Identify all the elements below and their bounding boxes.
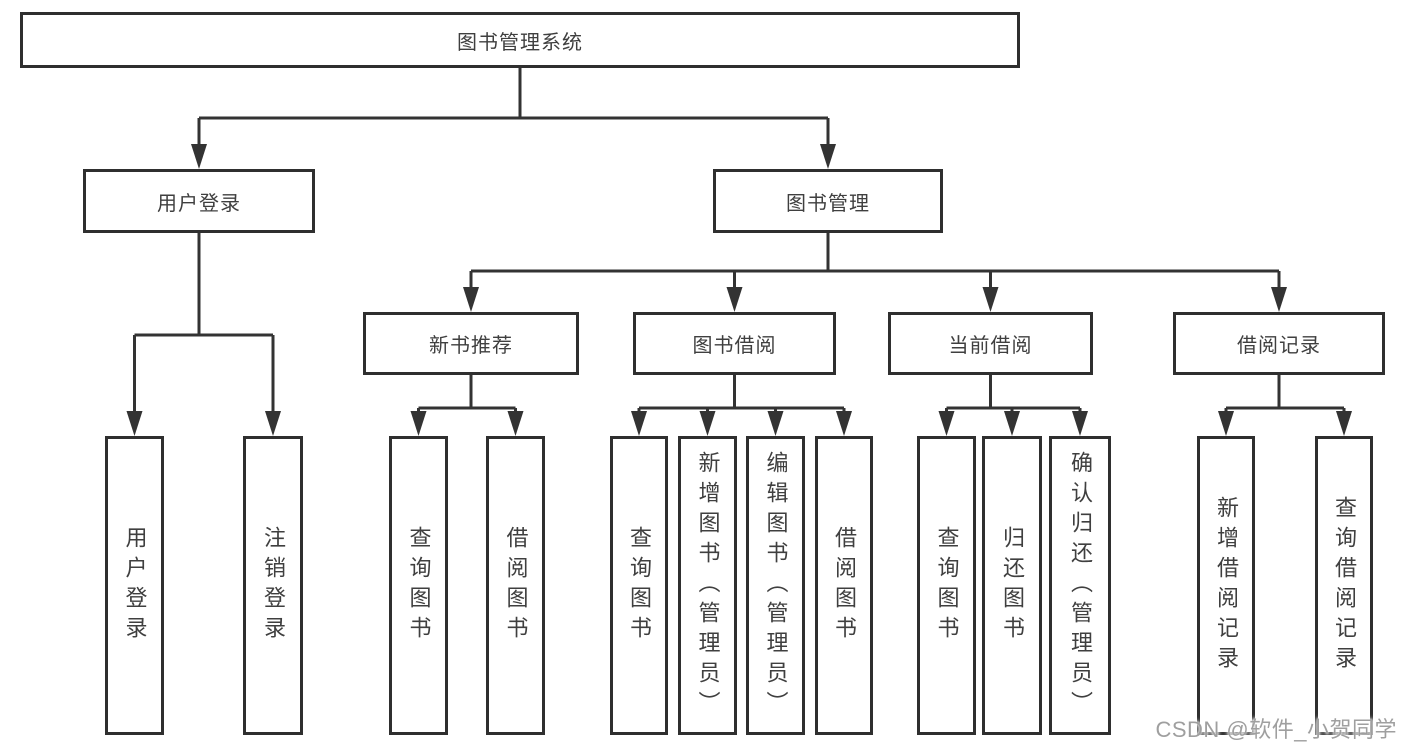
leaf-borrow-books: 借阅图书: [815, 436, 873, 735]
leaf-query-books: 查询图书: [389, 436, 448, 735]
arrow-down-icon: [726, 287, 743, 312]
node-new-book-recommend: 新书推荐: [363, 312, 579, 375]
leaf-add-books-admin: 新增图书（管理员）: [678, 436, 737, 735]
arrow-down-icon: [938, 411, 955, 436]
arrow-down-icon: [507, 411, 524, 436]
arrow-down-icon: [982, 287, 999, 312]
arrow-down-icon: [463, 287, 479, 312]
arrow-down-icon: [631, 411, 647, 436]
arrow-down-icon: [767, 411, 784, 436]
arrow-down-icon: [820, 144, 836, 169]
node-book-management: 图书管理: [713, 169, 943, 233]
arrow-down-icon: [836, 411, 852, 436]
arrow-down-icon: [1004, 411, 1020, 436]
arrow-down-icon: [191, 144, 207, 169]
arrow-down-icon: [265, 411, 281, 436]
leaf-query-books: 查询图书: [610, 436, 668, 735]
csdn-watermark: CSDN @软件_小贺同学: [1155, 717, 1397, 742]
arrow-down-icon: [1072, 411, 1088, 436]
arrow-down-icon: [1271, 287, 1287, 312]
leaf-add-borrow-record: 新增借阅记录: [1197, 436, 1255, 735]
node-borrowing-records: 借阅记录: [1173, 312, 1385, 375]
leaf-query-borrow-record: 查询借阅记录: [1315, 436, 1373, 735]
leaf-return-books: 归还图书: [982, 436, 1042, 735]
node-library-system: 图书管理系统: [20, 12, 1020, 68]
node-user-login: 用户登录: [83, 169, 315, 233]
arrow-down-icon: [126, 411, 143, 436]
node-book-borrowing: 图书借阅: [633, 312, 836, 375]
leaf-user-login: 用户登录: [105, 436, 164, 735]
leaf-query-books: 查询图书: [917, 436, 976, 735]
arrow-down-icon: [1336, 411, 1352, 436]
leaf-confirm-return-admin: 确认归还（管理员）: [1049, 436, 1111, 735]
leaf-borrow-books: 借阅图书: [486, 436, 545, 735]
leaf-logout-login: 注销登录: [243, 436, 303, 735]
node-current-borrowing: 当前借阅: [888, 312, 1093, 375]
arrow-down-icon: [410, 411, 427, 436]
arrow-down-icon: [699, 411, 716, 436]
arrow-down-icon: [1218, 411, 1234, 436]
leaf-edit-books-admin: 编辑图书（管理员）: [746, 436, 805, 735]
